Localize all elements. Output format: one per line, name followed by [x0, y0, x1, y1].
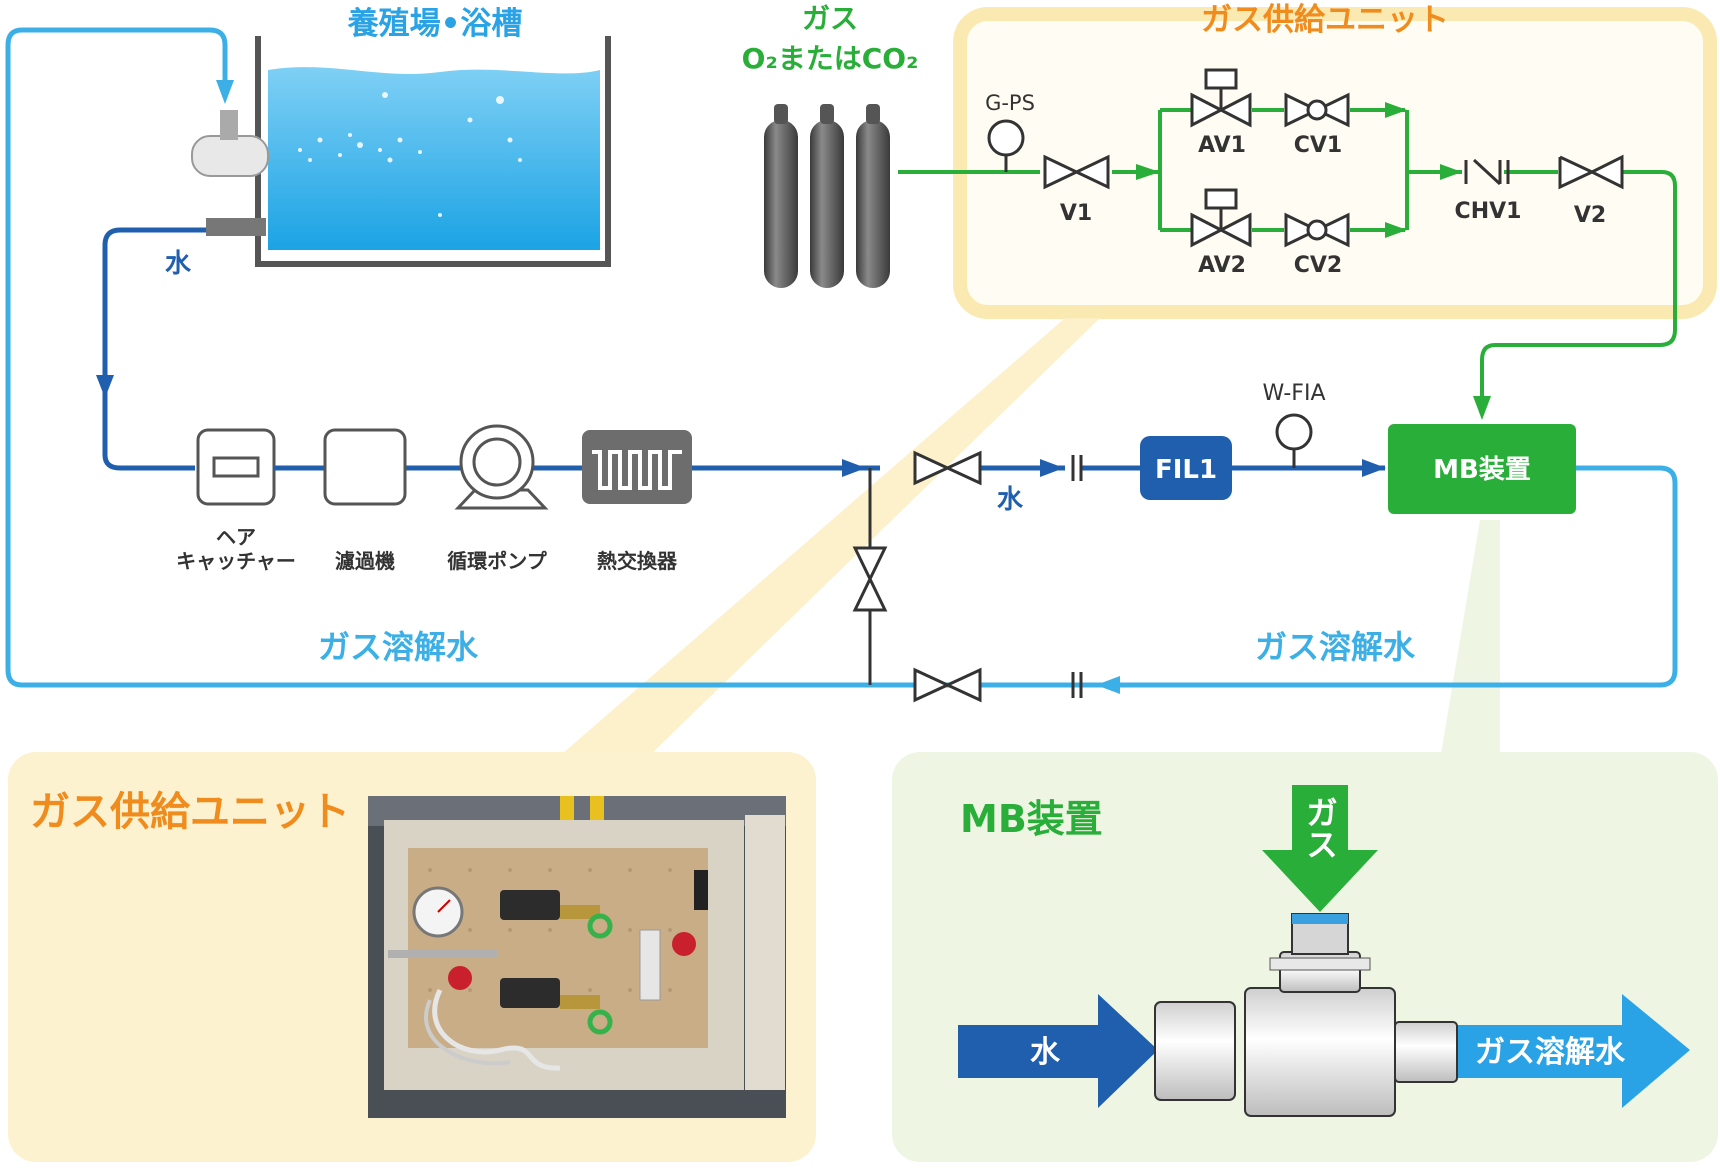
gas-arrow-merge	[1440, 164, 1462, 180]
mb-panel-title: MB装置	[960, 797, 1103, 841]
mb-water-label: 水	[1030, 1035, 1061, 1070]
v1-label: V1	[1060, 201, 1092, 226]
gas-arrow-bot	[1385, 222, 1407, 238]
mb-device-label: MB装置	[1433, 455, 1531, 485]
water-arrow-down	[96, 375, 114, 398]
water-arrow-right-1	[842, 459, 866, 477]
water-valve	[913, 450, 982, 486]
water-line-tank-to-loop	[102, 227, 206, 471]
dissolved-arrow-down	[216, 80, 234, 104]
cv1-label: CV1	[1294, 133, 1342, 158]
heat-exchanger	[582, 430, 692, 504]
return-valve	[913, 667, 982, 703]
av1-valve	[1190, 68, 1252, 128]
tank-title: 養殖場•浴槽	[347, 6, 523, 42]
v1-valve	[1043, 154, 1110, 190]
wfia-gauge	[1275, 413, 1313, 451]
tank	[191, 36, 611, 267]
heat-exchanger-label: 熱交換器	[597, 549, 678, 573]
water-arrow-right-3	[1362, 459, 1386, 477]
filter-unit	[323, 428, 407, 506]
fil1-label: FIL1	[1155, 455, 1217, 485]
gas-unit-title: ガス供給ユニット	[1201, 2, 1449, 38]
cv2-valve	[1284, 212, 1350, 248]
chv1-label: CHV1	[1455, 199, 1522, 224]
av2-label: AV2	[1198, 253, 1246, 278]
v2-label: V2	[1574, 203, 1606, 228]
water-label-left: 水	[165, 249, 192, 279]
gas-source-subtitle: O₂またはCO₂	[742, 42, 919, 75]
wfia-label: W-FIA	[1263, 381, 1326, 406]
hair-catcher-label-1: ヘア	[216, 525, 256, 549]
av2-valve	[1190, 188, 1252, 248]
gas-unit-frame	[953, 7, 1717, 319]
cv1-valve	[1284, 92, 1350, 128]
gas-line-to-mb	[1480, 170, 1677, 400]
gas-unit-photo	[368, 796, 786, 1118]
photo-callout-beam	[555, 318, 1100, 760]
filter-label: 濾過機	[335, 549, 395, 573]
water-arrow-right-2	[1040, 459, 1064, 477]
dissolved-line-return	[5, 27, 1678, 688]
v2-valve	[1558, 154, 1624, 190]
fil1-box	[1140, 436, 1232, 500]
mb-callout-beam	[1440, 520, 1500, 760]
mb-gas-label: ガス	[1301, 796, 1339, 860]
photo-panel-title: ガス供給ユニット	[30, 789, 350, 835]
hair-catcher-label-2: キャッチャー	[176, 549, 296, 573]
gas-arrow-down	[1473, 396, 1491, 420]
mb-detail: ガス 水 ガス溶解水	[958, 785, 1690, 1117]
dissolved-label-left: ガス溶解水	[318, 628, 479, 666]
hair-catcher	[196, 428, 276, 506]
gas-source-title: ガス	[802, 2, 858, 35]
gas-arrow-1	[1136, 164, 1160, 180]
dissolved-label-right: ガス溶解水	[1255, 628, 1416, 666]
chv1-valve	[1464, 158, 1510, 186]
circulation-pump	[454, 424, 549, 510]
dissolved-arrow-left	[1096, 676, 1120, 694]
gps-label: G-PS	[985, 91, 1035, 115]
mb-out-arrow	[1395, 994, 1690, 1108]
mb-gas-arrow	[1262, 785, 1378, 912]
mb-water-arrow	[958, 994, 1158, 1108]
gps-gauge	[987, 119, 1025, 157]
mb-out-label: ガス溶解水	[1475, 1035, 1626, 1070]
gas-arrow-top	[1385, 102, 1407, 118]
gas-cylinders	[764, 104, 890, 288]
mb-device-box	[1388, 424, 1576, 514]
water-label-mid: 水	[997, 485, 1024, 515]
cv2-label: CV2	[1294, 253, 1342, 278]
av1-label: AV1	[1198, 133, 1246, 158]
bypass-valve	[852, 546, 888, 612]
pump-label: 循環ポンプ	[447, 549, 547, 573]
